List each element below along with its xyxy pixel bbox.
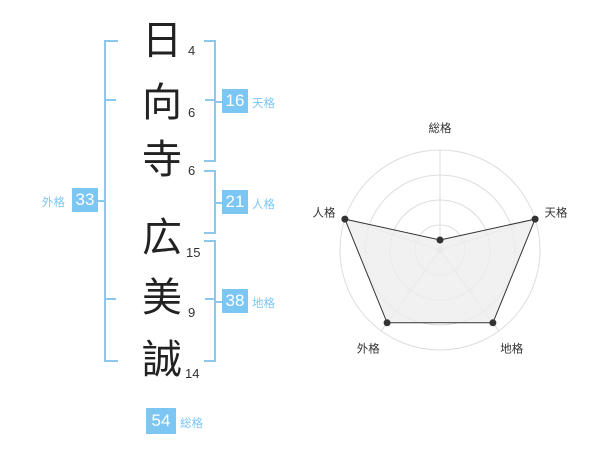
radar-axis-label-4: 外格 <box>357 342 380 356</box>
tenkaku-label: 天格 <box>252 96 275 110</box>
bracket-tick <box>216 301 222 303</box>
chikaku-value: 38 <box>222 289 248 313</box>
bracket-tick <box>98 200 106 202</box>
soukaku-value: 54 <box>146 408 176 434</box>
chikaku-bracket <box>204 240 216 362</box>
name-char-6: 誠 <box>142 337 182 383</box>
radar-point-3 <box>489 319 497 327</box>
stroke-count-5: 9 <box>188 305 196 320</box>
stroke-count-6: 14 <box>185 366 200 381</box>
jinkaku-value: 21 <box>222 190 248 214</box>
bracket-tick <box>106 298 116 300</box>
bracket-tick <box>205 99 214 101</box>
stroke-count-2: 6 <box>188 105 196 120</box>
soukaku-label: 総格 <box>180 416 203 430</box>
tenkaku-bracket <box>204 40 216 162</box>
name-char-1: 日 <box>142 18 182 64</box>
radar-point-5 <box>341 215 349 223</box>
radar-axis-label-5: 人格 <box>312 205 335 219</box>
bracket-tick <box>205 298 214 300</box>
radar-point-1 <box>436 236 444 244</box>
stroke-count-3: 6 <box>188 163 196 178</box>
gaikaku-value: 33 <box>72 188 98 212</box>
radar-axis-label-3: 地格 <box>500 342 523 356</box>
name-char-5: 美 <box>142 275 182 321</box>
jinkaku-bracket <box>204 170 216 234</box>
radar-point-2 <box>531 215 539 223</box>
name-char-4: 広 <box>142 215 182 261</box>
bracket-tick <box>216 202 222 204</box>
radar-axis-label-1: 総格 <box>429 121 452 135</box>
name-char-2: 向 <box>142 80 182 126</box>
tenkaku-value: 16 <box>222 89 248 113</box>
radar-point-4 <box>383 319 391 327</box>
gaikaku-label: 外格 <box>42 195 65 209</box>
jinkaku-label: 人格 <box>252 197 275 211</box>
gaikaku-bracket <box>104 40 118 362</box>
chikaku-label: 地格 <box>252 296 275 310</box>
bracket-tick <box>106 99 116 101</box>
stroke-count-4: 15 <box>186 245 201 260</box>
radar-area <box>344 218 536 324</box>
name-char-3: 寺 <box>142 137 182 183</box>
stroke-count-1: 4 <box>188 43 196 58</box>
bracket-tick <box>216 101 222 103</box>
radar-points <box>341 215 539 327</box>
radar-axis-label-2: 天格 <box>545 205 568 219</box>
